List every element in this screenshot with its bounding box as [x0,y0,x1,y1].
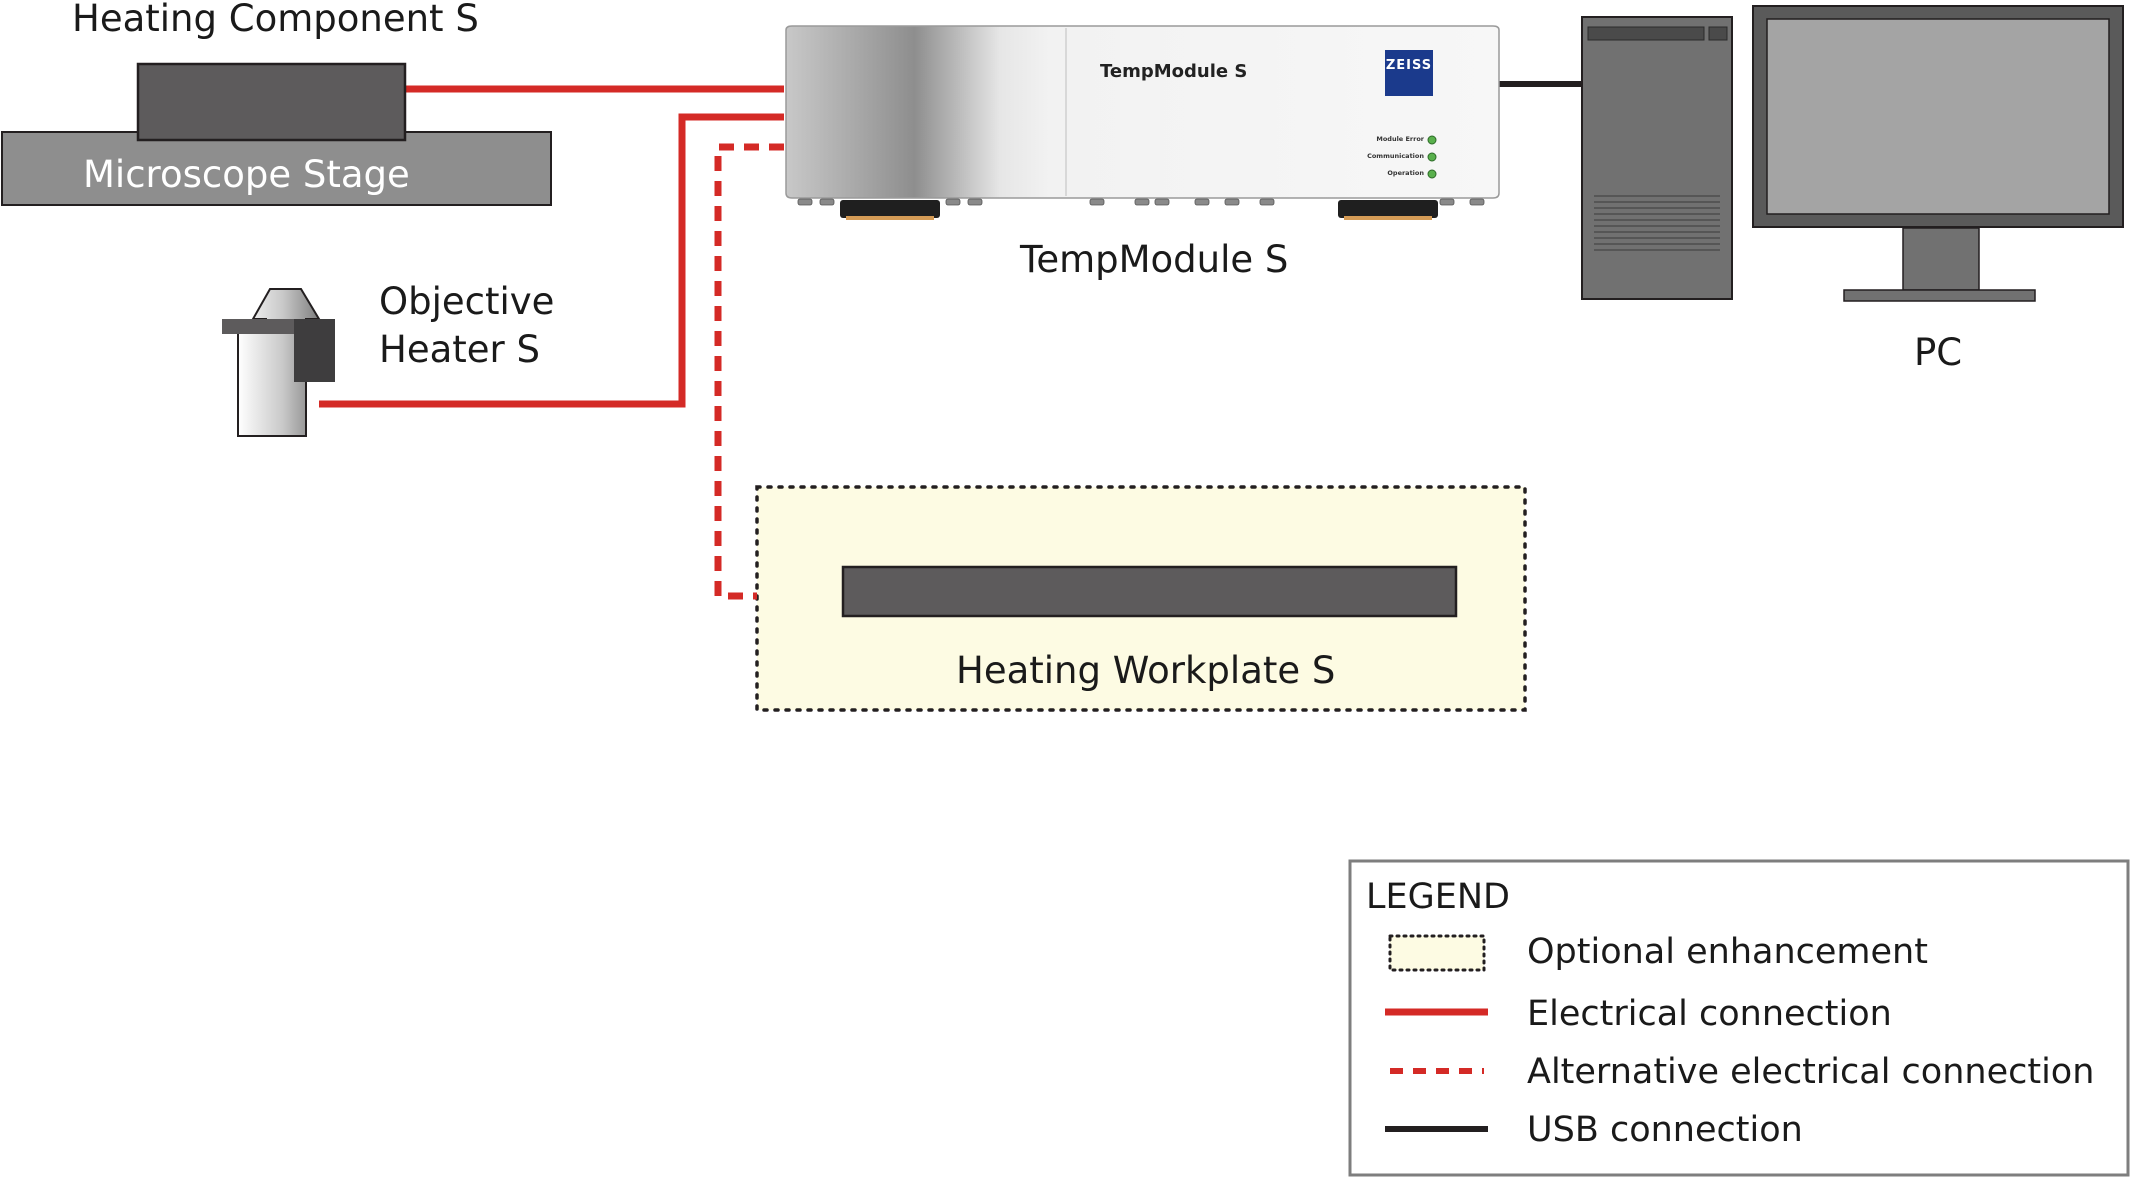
objective-heater-label-line2: Heater S [379,328,540,371]
legend [1348,859,2130,1177]
legend-title: LEGEND [1366,877,1510,917]
legend-item-optional: Optional enhancement [1527,932,1928,972]
heating-component [136,62,407,142]
zeiss-logo [1385,50,1433,96]
led-module-error [1427,135,1437,145]
objective-heater-icon [222,288,335,437]
led-label-module-error: Module Error [1376,135,1424,143]
heating-component-label: Heating Component S [72,0,479,40]
legend-optional-box-swatch [1388,934,1486,972]
pc-tower-icon [1581,16,1733,300]
legend-frame [1348,859,2130,1177]
microscope-stage [1,131,552,206]
legend-item-alternative-electrical: Alternative electrical connection [1527,1052,2095,1092]
led-operation [1427,169,1437,179]
legend-item-electrical: Electrical connection [1527,994,1892,1034]
objective-heater-label-line1: Objective [379,280,555,323]
pc-label: PC [1914,331,1963,374]
tempmodule-label: TempModule S [1020,238,1289,281]
electrical-connection-objective-heater [319,113,784,408]
workplate-label: Heating Workplate S [956,649,1336,692]
led-communication [1427,152,1437,162]
tempmodule-device [785,25,1500,220]
led-label-communication: Communication [1367,152,1424,160]
microscope-stage-label: Microscope Stage [83,153,410,196]
pc-monitor-icon [1752,5,2124,302]
alternative-electrical-connection-workplate [714,143,784,600]
tempmodule-front-text: TempModule S [1100,61,1248,82]
zeiss-logo-text: ZEISS [1385,58,1433,73]
legend-item-usb: USB connection [1527,1110,1803,1150]
heating-workplate [841,565,1458,618]
led-label-operation: Operation [1387,169,1424,177]
